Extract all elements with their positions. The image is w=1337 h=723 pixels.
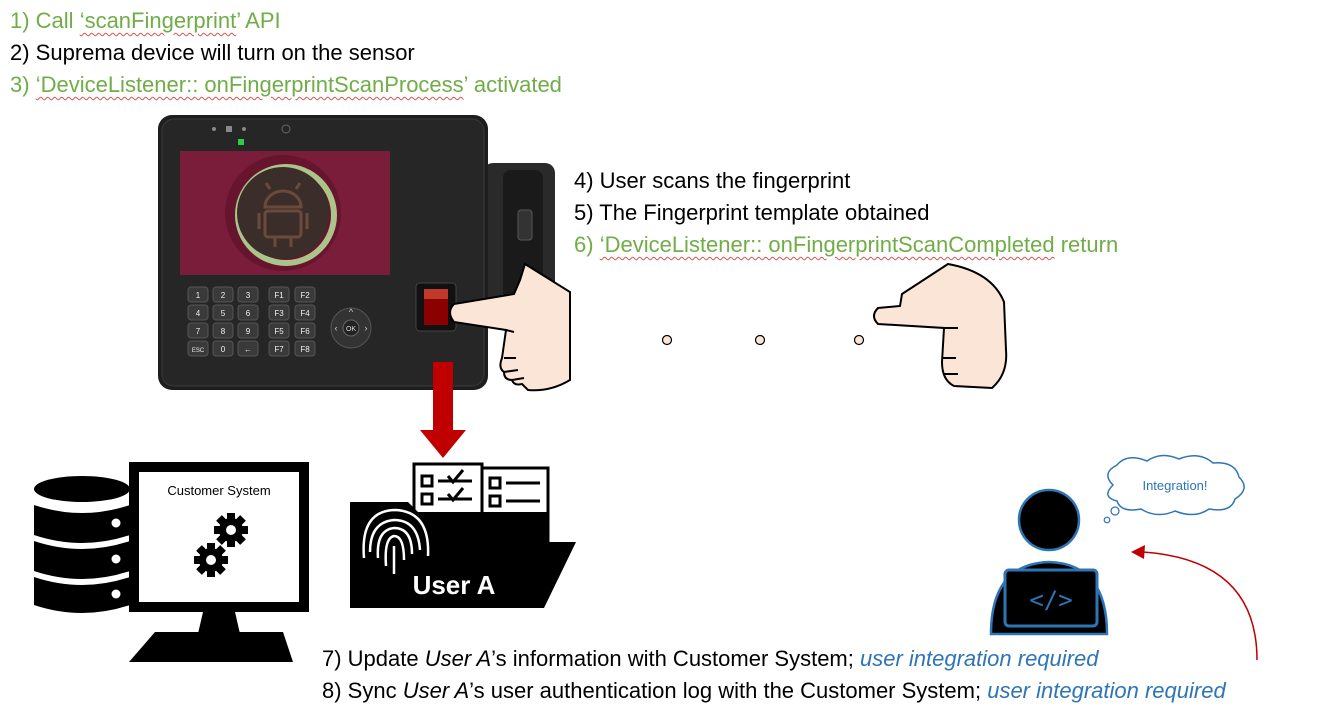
- pointing-hand-icon: [449, 262, 571, 392]
- device-key: [187, 322, 209, 339]
- device-key: [268, 304, 290, 321]
- device-key-label: 8: [221, 327, 226, 336]
- device-key: [212, 340, 234, 357]
- step-2: 2) Suprema device will turn on the senso…: [10, 40, 415, 65]
- device-key: [268, 340, 290, 357]
- fingerprint-folder-icon: User A: [350, 462, 576, 608]
- step-8: 8) Sync User A’s user authentication log…: [322, 678, 1226, 703]
- device-key-label: 4: [196, 309, 201, 318]
- down-arrow-icon: [420, 362, 466, 458]
- device-key: [268, 286, 290, 303]
- device-key: [187, 286, 209, 303]
- step-4: 4) User scans the fingerprint: [574, 168, 851, 193]
- user-folder-label: User A: [413, 570, 496, 600]
- svg-text:‹: ‹: [335, 323, 338, 333]
- step-7: 7) Update User A’s information with Cust…: [322, 646, 1099, 671]
- device-key: [187, 304, 209, 321]
- device-key: [212, 322, 234, 339]
- svg-text:^: ^: [349, 307, 354, 317]
- device-key: [294, 322, 316, 339]
- step-6: 6) ‘DeviceListener:: onFingerprintScanCo…: [574, 232, 1119, 257]
- device-key-label: ←: [244, 345, 252, 354]
- device-key-label: 1: [196, 291, 201, 300]
- code-icon: </>: [1029, 586, 1072, 614]
- device-key: [294, 304, 316, 321]
- database-icon: [34, 476, 130, 613]
- device-key: [212, 286, 234, 303]
- step-5: 5) The Fingerprint template obtained: [574, 200, 930, 225]
- svg-text:›: ›: [365, 323, 368, 333]
- device-key-label: F5: [274, 327, 284, 336]
- device-key-label: 2: [221, 291, 226, 300]
- curved-arrow-icon: [1131, 545, 1258, 661]
- device-key-label: F2: [300, 291, 310, 300]
- device-key: [237, 322, 259, 339]
- device-key-label: 7: [196, 327, 201, 336]
- device-key-label: 5: [221, 309, 226, 318]
- device-key: [268, 322, 290, 339]
- thought-bubble-icon: Integration!: [1103, 454, 1245, 524]
- step-1: 1) Call ‘scanFingerprint’ API: [10, 8, 281, 33]
- device-key-label: 6: [246, 309, 251, 318]
- gears-icon: [194, 513, 248, 577]
- customer-system-label: Customer System: [167, 483, 270, 498]
- android-icon: [257, 182, 309, 247]
- device-key-label: F3: [274, 309, 284, 318]
- device-key-label: ESC: [192, 348, 205, 354]
- device-key-label: 3: [246, 291, 251, 300]
- ellipsis-dots: [661, 334, 865, 346]
- device-key: [237, 304, 259, 321]
- led-indicator: [238, 139, 244, 145]
- device-key: [237, 286, 259, 303]
- pointing-hand-icon: [873, 262, 1008, 390]
- device-key: [212, 304, 234, 321]
- device-key: [237, 340, 259, 357]
- device-key-label: F7: [274, 345, 284, 354]
- device-key-label: F8: [300, 345, 310, 354]
- device-key: [294, 340, 316, 357]
- monitor-icon: Customer System: [129, 462, 309, 662]
- device-key-label: F1: [274, 291, 284, 300]
- device-key: [187, 340, 209, 357]
- nav-ok-label: OK: [346, 326, 356, 333]
- device-key-label: F4: [300, 309, 310, 318]
- device-key-label: 0: [221, 345, 226, 354]
- developer-icon: </>: [989, 488, 1109, 636]
- integration-label: Integration!: [1142, 478, 1207, 493]
- device-key-label: 9: [246, 327, 251, 336]
- device-key-label: F6: [300, 327, 310, 336]
- step-3: 3) ‘DeviceListener:: onFingerprintScanPr…: [10, 72, 562, 97]
- device-key: [294, 286, 316, 303]
